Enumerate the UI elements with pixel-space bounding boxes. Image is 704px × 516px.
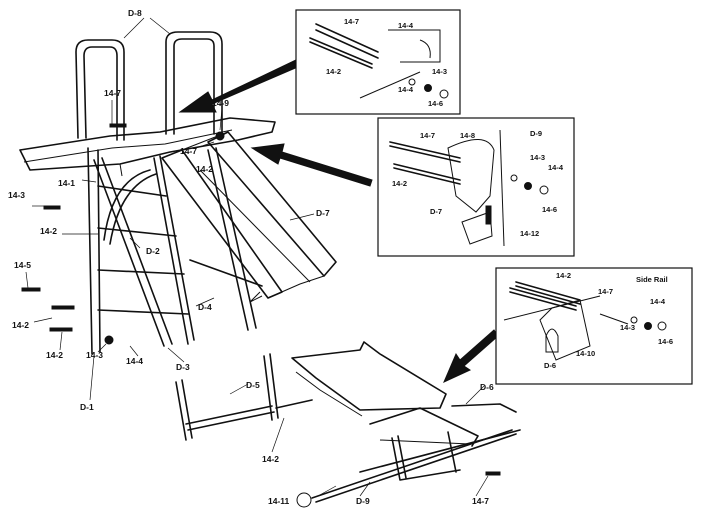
inset1-label-14-3: 14-3 — [432, 67, 447, 76]
inset3-label-14-4: 14-4 — [650, 297, 666, 306]
part-labels: D-8 14-7 14-9 14-7 14-2 14-1 14-3 14-2 D… — [8, 8, 673, 506]
label-d1: D-1 — [80, 402, 94, 412]
inset2-label-14-7: 14-7 — [420, 131, 435, 140]
inset3-label-14-3: 14-3 — [620, 323, 635, 332]
inset1-label-14-7: 14-7 — [344, 17, 359, 26]
inset3-label-side-rail: Side Rail — [636, 275, 668, 284]
inset1-label-14-6: 14-6 — [428, 99, 443, 108]
rear-legs — [189, 147, 263, 331]
label-14-1: 14-1 — [58, 178, 75, 188]
label-d9-bottom: D-9 — [356, 496, 370, 506]
inset3-label-14-7: 14-7 — [598, 287, 613, 296]
inset-box-3 — [495, 267, 693, 385]
label-14-2-mid: 14-2 — [196, 164, 213, 174]
inset3-label-14-2: 14-2 — [556, 271, 571, 280]
inset2-label-d9: D-9 — [530, 129, 542, 138]
inset2-label-14-3: 14-3 — [530, 153, 545, 162]
inset3-label-14-6: 14-6 — [658, 337, 673, 346]
label-14-7-mid: 14-7 — [180, 146, 197, 156]
label-14-2-lower: 14-2 — [12, 320, 29, 330]
label-d6: D-6 — [480, 382, 494, 392]
inset-box-2 — [377, 117, 575, 257]
label-d2: D-2 — [146, 246, 160, 256]
label-14-3-bottom: 14-3 — [86, 350, 103, 360]
label-14-5: 14-5 — [14, 260, 31, 270]
callout-arrows — [178, 59, 499, 383]
label-14-7-bottom: 14-7 — [472, 496, 489, 506]
inset2-label-14-8: 14-8 — [460, 131, 475, 140]
inset2-label-14-12: 14-12 — [520, 229, 539, 238]
label-d3: D-3 — [176, 362, 190, 372]
leader-lines — [25, 17, 489, 497]
inset1-label-14-2: 14-2 — [326, 67, 341, 76]
main-assembly — [19, 31, 337, 355]
label-14-3-left: 14-3 — [8, 190, 25, 200]
label-14-7-top: 14-7 — [104, 88, 121, 98]
inset2-label-d7: D-7 — [430, 207, 442, 216]
inset2-label-14-4: 14-4 — [548, 163, 564, 172]
handrail-loops — [75, 31, 223, 141]
label-14-2-bottom: 14-2 — [46, 350, 63, 360]
ladder — [87, 147, 195, 355]
inset3-label-d6: D-6 — [544, 361, 556, 370]
label-14-2-left: 14-2 — [40, 226, 57, 236]
label-14-2-frame: 14-2 — [262, 454, 279, 464]
inset2-label-14-6: 14-6 — [542, 205, 557, 214]
label-d5: D-5 — [246, 380, 260, 390]
label-14-11: 14-11 — [268, 496, 290, 506]
inset1-label-14-4b: 14-4 — [398, 85, 414, 94]
label-d7: D-7 — [316, 208, 330, 218]
inset-box-1 — [295, 9, 461, 115]
label-d4: D-4 — [198, 302, 212, 312]
main-hardware — [21, 123, 225, 345]
label-14-9: 14-9 — [212, 98, 229, 108]
inset1-label-14-4a: 14-4 — [398, 21, 414, 30]
slide-bed — [161, 131, 337, 303]
inset3-label-14-10: 14-10 — [576, 349, 595, 358]
lower-parts — [175, 341, 521, 508]
label-d8-top: D-8 — [128, 8, 142, 18]
label-14-4-bottom: 14-4 — [126, 356, 143, 366]
inset2-label-14-2: 14-2 — [392, 179, 407, 188]
platform-deck — [19, 117, 276, 177]
